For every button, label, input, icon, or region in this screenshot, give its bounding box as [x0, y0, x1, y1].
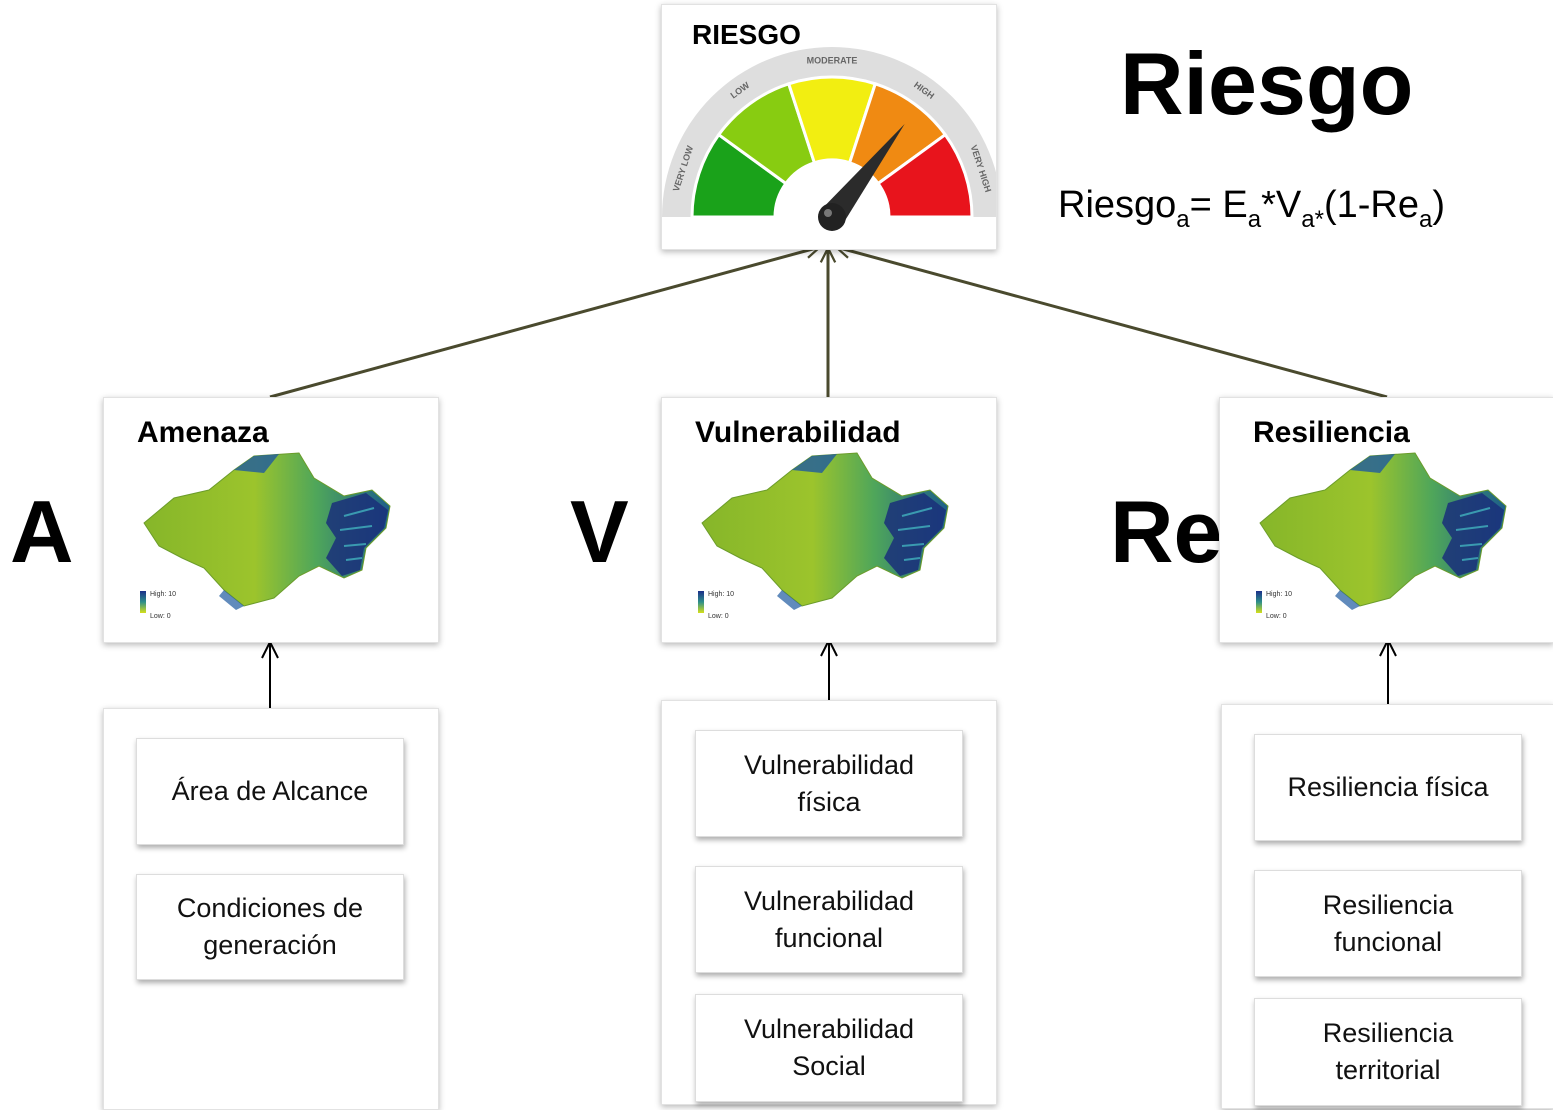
terrain-north-ridge [792, 454, 837, 473]
terrain-map [143, 452, 391, 610]
resiliencia-title: Resiliencia [1253, 416, 1410, 449]
gauge-title: RIESGO [692, 19, 801, 50]
terrain-ridges [884, 493, 946, 576]
amenaza-map-card: Amenaza High: 10 Low: 0 [103, 397, 439, 643]
map-legend: High: 10 Low: 0 [1256, 591, 1292, 620]
amenaza-title: Amenaza [137, 416, 269, 449]
risk-formula: Riesgoa= Ea*Va*(1-Rea) [1058, 184, 1445, 233]
gauge-label-2: MODERATE [807, 55, 858, 65]
legend-high-label: High: 10 [150, 591, 176, 598]
letter-v: V [570, 482, 629, 581]
letter-a: A [10, 482, 74, 581]
vulnerabilidad-map: High: 10 Low: 0 [698, 452, 949, 620]
vulnerabilidad-title: Vulnerabilidad [695, 416, 901, 449]
gauge-segment-very-high [876, 132, 974, 219]
legend-ramp [1256, 591, 1262, 613]
legend-high-label: High: 10 [708, 591, 734, 598]
terrain-valleys [897, 507, 933, 561]
terrain-south-ridge [1335, 590, 1360, 610]
factor-area-de-alcance: Área de Alcance [136, 738, 404, 845]
arrow-resiliencia-to-riesgo [836, 247, 1388, 399]
terrain-map [701, 452, 949, 610]
terrain-north-ridge [234, 454, 279, 473]
terrain-ridges [1442, 493, 1504, 576]
terrain-valleys [1455, 507, 1491, 561]
legend-ramp [140, 591, 146, 613]
terrain-map [1259, 452, 1507, 610]
resiliencia-map-card: Resiliencia High: 10 Low: 0 [1219, 397, 1553, 643]
arrow-amenaza-to-riesgo [269, 247, 820, 399]
gauge-needle-highlight [824, 209, 832, 217]
gauge-needle-hub [818, 203, 846, 231]
terrain-shape [1259, 452, 1507, 607]
legend-high-label: High: 10 [1266, 591, 1292, 598]
letter-re: Re [1110, 482, 1223, 581]
map-legend: High: 10 Low: 0 [140, 591, 176, 620]
factor-resiliencia-funcional: Resiliencia funcional [1254, 870, 1522, 977]
terrain-ridges [326, 493, 388, 576]
terrain-south-ridge [219, 590, 244, 610]
gauge-needle [821, 124, 905, 226]
amenaza-map: High: 10 Low: 0 [140, 452, 391, 620]
terrain-north-ridge [1350, 454, 1395, 473]
factor-vulnerabilidad-social: Vulnerabilidad Social [695, 994, 963, 1102]
terrain-shape [701, 452, 949, 607]
gauge-outer-band [662, 47, 996, 217]
factor-vulnerabilidad-fisica: Vulnerabilidad física [695, 730, 963, 837]
map-legend: High: 10 Low: 0 [698, 591, 734, 620]
terrain-shape [143, 452, 391, 607]
factor-condiciones-de-generacion: Condiciones de generación [136, 874, 404, 980]
legend-low-label: Low: 0 [708, 613, 729, 620]
factor-resiliencia-fisica: Resiliencia física [1254, 734, 1522, 841]
legend-low-label: Low: 0 [150, 613, 171, 620]
factor-resiliencia-territorial: Resiliencia territorial [1254, 998, 1522, 1106]
terrain-south-ridge [777, 590, 802, 610]
factor-vulnerabilidad-funcional: Vulnerabilidad funcional [695, 866, 963, 973]
legend-ramp [698, 591, 704, 613]
vulnerabilidad-map-card: Vulnerabilidad High: 10 Low: 0 [661, 397, 997, 643]
page-title: Riesgo [1120, 34, 1414, 133]
terrain-valleys [339, 507, 375, 561]
resiliencia-map: High: 10 Low: 0 [1256, 452, 1507, 620]
legend-low-label: Low: 0 [1266, 613, 1287, 620]
